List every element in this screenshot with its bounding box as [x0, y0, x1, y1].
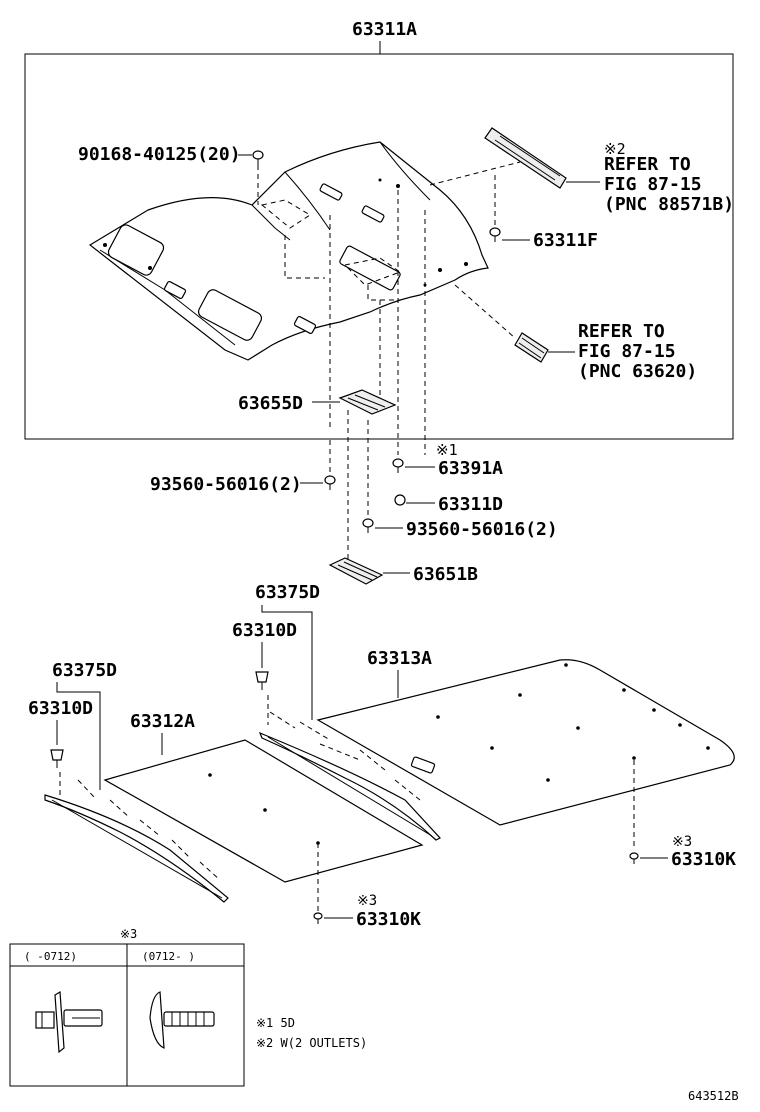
screw-right-icon: [362, 518, 374, 533]
label-63310K-b: 63310K: [671, 849, 736, 870]
vent-63655D-icon: [338, 389, 397, 415]
label-63311D: 63311D: [438, 494, 503, 515]
legend-box: [9, 943, 245, 1087]
leader-63375D-mid: [261, 605, 313, 720]
headliner-body: [88, 141, 489, 361]
weatherstrip-mid-icon: [258, 731, 441, 841]
label-63311A: 63311A: [352, 19, 417, 40]
vent-63651B-icon: [328, 557, 384, 585]
label-63310K-a: 63310K: [356, 909, 421, 930]
weatherstrip-left-icon: [44, 794, 229, 903]
dash-left: [59, 772, 221, 881]
label-63391A: 63391A: [438, 458, 503, 479]
legend-title: ※3: [120, 927, 137, 941]
leader-63375D-left: [56, 682, 101, 790]
diagram-id-code: 643512B: [688, 1089, 739, 1103]
vent-outlet-top-icon: [484, 127, 567, 189]
label-90168-40125: 90168-40125(20): [78, 144, 241, 165]
screw-left-icon: [324, 475, 336, 490]
note-mark-3a: ※3: [357, 893, 377, 909]
legend-col1-header: ( -0712): [24, 950, 77, 963]
label-63310D-left: 63310D: [28, 698, 93, 719]
clip-63310K-b-icon: [629, 852, 639, 864]
label-63651B: 63651B: [413, 564, 478, 585]
refb-line3: (PNC 63620): [578, 361, 697, 382]
label-63655D: 63655D: [238, 393, 303, 414]
clip-63310D-mid-icon: [255, 671, 269, 690]
clip-63310K-a-icon: [313, 912, 323, 924]
headliner-dash-lines: [257, 161, 521, 455]
footnote-1: ※1 5D: [256, 1016, 295, 1030]
refb-line2: FIG 87-15: [578, 341, 676, 362]
panel-63313A-icon: [316, 659, 735, 826]
label-63375D-left: 63375D: [52, 660, 117, 681]
ref2-line3: (PNC 88571B): [604, 194, 734, 215]
headliner-frame: [24, 53, 734, 440]
note-mark-2: ※2: [604, 140, 626, 158]
clip-63311D-icon: [394, 494, 406, 506]
bolt-63311F-icon: [489, 227, 501, 242]
label-screw-right: 93560-56016(2): [406, 519, 558, 540]
label-63310D-mid: 63310D: [232, 620, 297, 641]
clip-63391A-icon: [392, 458, 404, 473]
clip-new-type-icon: [149, 991, 215, 1049]
label-63312A: 63312A: [130, 711, 195, 732]
label-63311F: 63311F: [533, 230, 598, 251]
ref2-line2: FIG 87-15: [604, 174, 702, 195]
label-screw-left: 93560-56016(2): [150, 474, 302, 495]
note-mark-3b: ※3: [672, 834, 692, 850]
label-63375D-mid: 63375D: [255, 582, 320, 603]
vent-outlet-right-icon: [514, 332, 549, 363]
clip-63310D-left-icon: [50, 749, 64, 768]
refb-line1: REFER TO: [578, 321, 665, 342]
clip-old-type-icon: [35, 990, 103, 1054]
ref2-line1: REFER TO: [604, 154, 691, 175]
legend-col2-header: (0712- ): [142, 950, 195, 963]
note-mark-1: ※1: [436, 441, 458, 459]
panel-63312A-icon: [103, 739, 424, 883]
footnote-2: ※2 W(2 OUTLETS): [256, 1036, 367, 1050]
dash-mid-2: [269, 711, 421, 801]
label-63313A: 63313A: [367, 648, 432, 669]
clip-90168-icon: [252, 150, 264, 166]
